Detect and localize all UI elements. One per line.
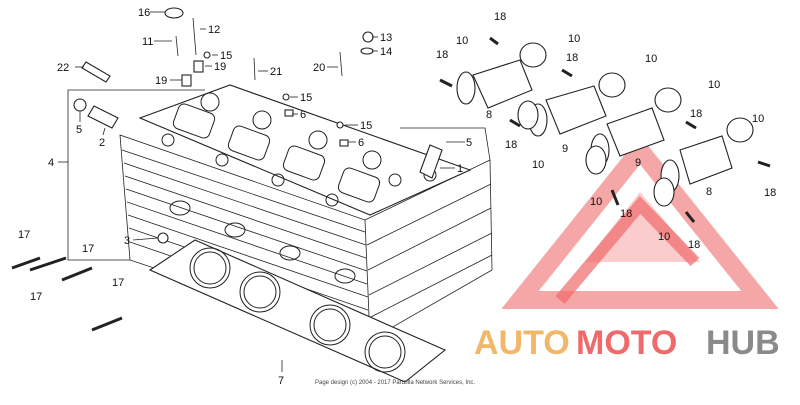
- callout-9-a: 9: [562, 143, 568, 155]
- callout-8-a: 8: [486, 109, 492, 121]
- callout-18-e: 18: [690, 108, 702, 120]
- callout-10-h: 10: [658, 231, 670, 243]
- callout-18-c: 18: [436, 49, 448, 61]
- callout-4: 4: [48, 157, 54, 169]
- callout-22: 22: [57, 62, 69, 74]
- callout-1: 1: [457, 163, 463, 175]
- callout-3: 3: [124, 235, 130, 247]
- callout-8-b: 8: [706, 186, 712, 198]
- callout-10-c: 10: [645, 53, 657, 65]
- callout-15-c: 15: [360, 120, 372, 132]
- head-gasket: [148, 239, 447, 383]
- callout-11: 11: [142, 36, 153, 48]
- callout-19-b: 19: [155, 75, 167, 87]
- callout-7: 7: [278, 375, 284, 387]
- callout-10-a: 10: [456, 35, 468, 47]
- callout-5-a: 5: [76, 124, 82, 136]
- cylinder-head: [119, 84, 493, 341]
- callout-6-b: 6: [358, 137, 364, 149]
- callout-labels: 16 12 11 15 19 19 21 20 13 14 22 15 6 15…: [18, 7, 776, 387]
- watermark-hub: HUB: [706, 324, 780, 362]
- callout-18-d: 18: [505, 139, 517, 151]
- copyright-notice: Page design (c) 2004 - 2017 Partzilla Ne…: [315, 380, 475, 386]
- callout-18-h: 18: [688, 239, 700, 251]
- callout-6-a: 6: [300, 109, 306, 121]
- intake-manifolds: [439, 36, 771, 223]
- callout-18-a: 18: [494, 11, 506, 23]
- callout-17-c: 17: [82, 243, 94, 255]
- watermark-moto: MOTO: [576, 324, 677, 362]
- callout-10-d: 10: [708, 79, 720, 91]
- callout-15-b: 15: [300, 92, 312, 104]
- callout-10-b: 10: [568, 33, 580, 45]
- small-parts-left: [73, 7, 443, 244]
- callout-10-g: 10: [590, 196, 602, 208]
- watermark-text: AUTO MOTO HUB: [474, 324, 780, 362]
- callout-5-b: 5: [466, 137, 472, 149]
- callout-13: 13: [380, 32, 392, 44]
- callout-10-f: 10: [752, 113, 764, 125]
- callout-17-d: 17: [112, 277, 124, 289]
- watermark-auto: AUTO: [474, 324, 570, 362]
- callout-21: 21: [270, 66, 282, 78]
- callout-14: 14: [380, 46, 392, 58]
- studs: [11, 256, 123, 332]
- callout-10-e: 10: [532, 159, 544, 171]
- leader-lines: [58, 11, 465, 372]
- callout-16: 16: [138, 7, 150, 19]
- callout-12: 12: [208, 24, 220, 36]
- callout-15-a: 15: [220, 50, 232, 62]
- callout-17-a: 17: [18, 229, 30, 241]
- callout-18-b: 18: [566, 52, 578, 64]
- callout-18-g: 18: [620, 208, 632, 220]
- callout-17-b: 17: [30, 291, 42, 303]
- callout-20: 20: [313, 62, 325, 74]
- callout-18-f: 18: [764, 187, 776, 199]
- callout-9-b: 9: [635, 157, 641, 169]
- automotohub-logo: [501, 135, 779, 309]
- callout-2: 2: [99, 137, 105, 149]
- callout-19-a: 19: [214, 61, 226, 73]
